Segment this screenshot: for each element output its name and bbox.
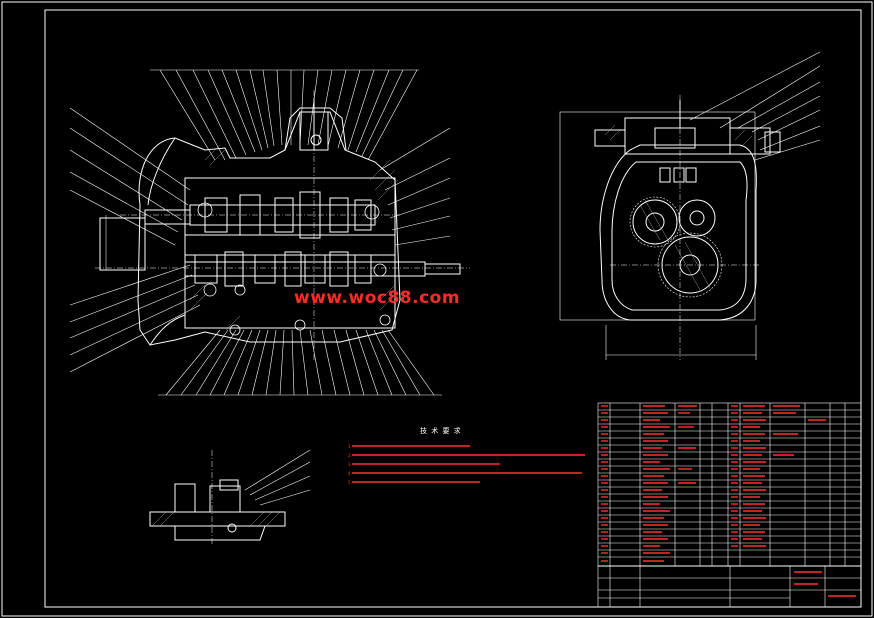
sheet-border-inner xyxy=(44,9,862,608)
tech-requirements-title: 技 术 要 求 xyxy=(420,427,462,435)
tech-requirement-line: 4. xyxy=(348,471,352,476)
side-gear-b xyxy=(678,199,716,237)
bearings xyxy=(197,202,391,336)
detail-hatching xyxy=(151,511,281,527)
right-leader-lines xyxy=(379,127,451,246)
parts-list-table xyxy=(597,402,862,608)
watermark: www.woc88.com xyxy=(294,288,461,308)
tech-req-marks xyxy=(352,445,585,483)
tech-requirement-line: 2. xyxy=(348,453,352,458)
left-leader-lines xyxy=(69,107,201,373)
shift-cover xyxy=(284,107,347,151)
table-text-marks xyxy=(601,405,856,597)
side-view xyxy=(559,51,821,360)
side-leader-lines xyxy=(689,51,821,161)
tech-requirements-list: 1. 2. 3. 4. 5. xyxy=(348,442,588,487)
tech-requirement-line: 3. xyxy=(348,462,352,467)
bottom-leader-lines xyxy=(158,329,442,396)
detail-view xyxy=(149,449,311,545)
tech-requirement-line: 1. xyxy=(348,444,352,449)
input-shaft xyxy=(144,209,191,225)
main-view-hatching xyxy=(189,144,399,331)
side-housing xyxy=(599,144,757,321)
main-section-view xyxy=(69,69,470,396)
gearbox-inner xyxy=(184,177,396,329)
housing-casting xyxy=(137,111,401,346)
side-view-hatching xyxy=(604,124,753,291)
top-leader-lines xyxy=(150,69,419,161)
side-gear-a xyxy=(632,199,678,245)
tech-requirement-line: 5. xyxy=(348,480,352,485)
